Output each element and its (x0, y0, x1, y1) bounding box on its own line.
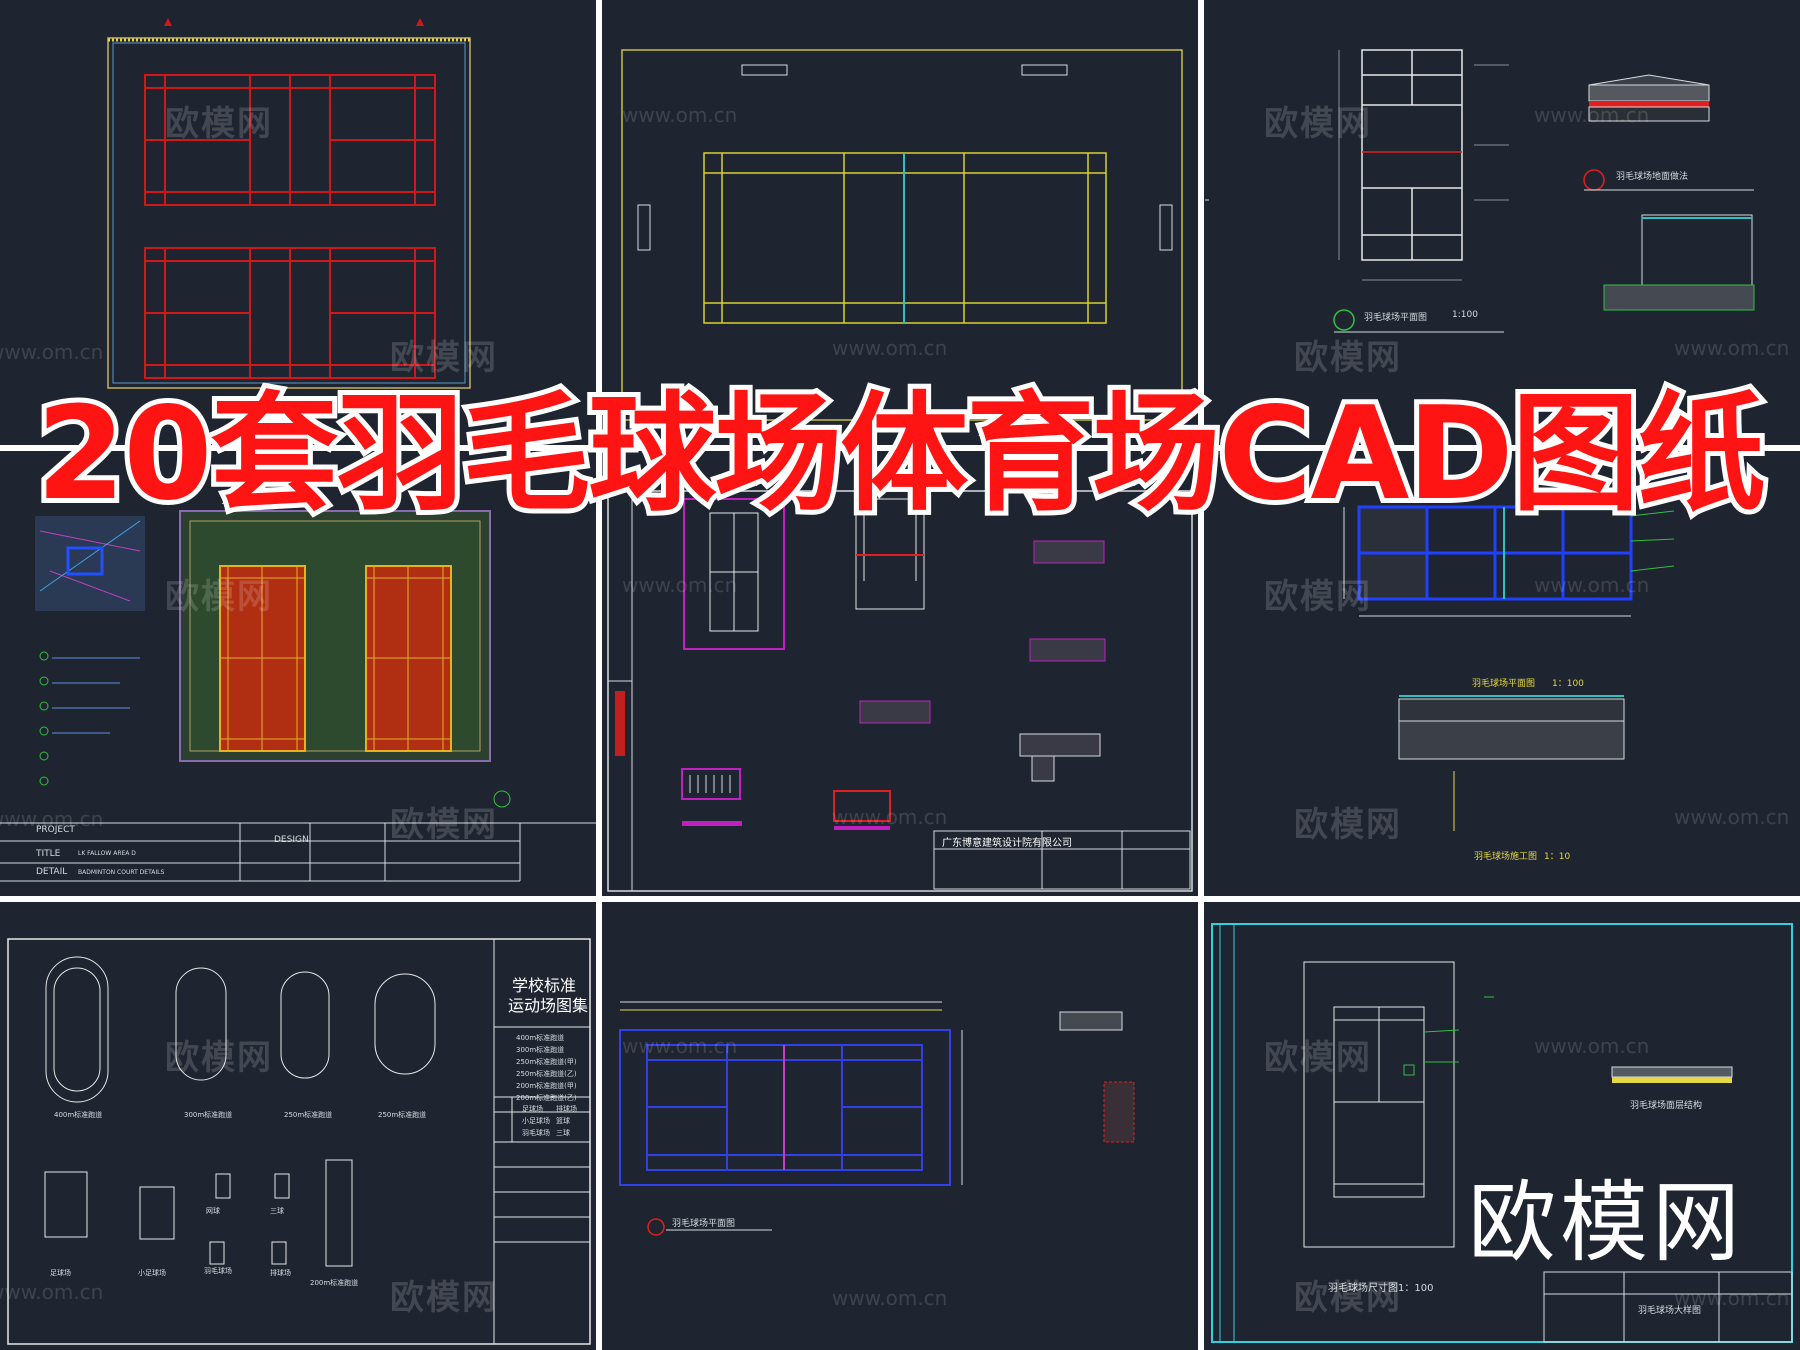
row-separator (0, 445, 1800, 451)
plan-scale: 1：100 (1552, 679, 1584, 689)
album-item: 200m标准跑道(甲) (516, 1082, 577, 1090)
court-size-drawing (1211, 923, 1793, 1343)
court-detail-drawing (1205, 49, 1755, 333)
watermark-url: www.om.cn (832, 336, 948, 360)
watermark-url: www.om.cn (1534, 1034, 1650, 1058)
album-item: 250m标准跑道(甲) (516, 1058, 577, 1066)
title-banner: 20套羽毛球场体育场CAD图纸 (0, 380, 1800, 530)
plan-scale: 1:100 (1452, 310, 1478, 320)
detail-label: 羽毛球场地面做法 (1616, 172, 1689, 182)
watermark-url: www.om.cn (832, 1286, 948, 1310)
title-value: LK FALLOW AREA D (78, 850, 136, 857)
album-item: 400m标准跑道 (516, 1034, 565, 1042)
construction-details-drawing (607, 490, 1193, 892)
album-item: 三球 (556, 1129, 570, 1137)
panel-blue-plan: 羽毛球场平面图 www.om.cn www.om.cn (602, 902, 1198, 1350)
panel-court-detail: 羽毛球场平面图 1:100 羽毛球场地面做法 欧模网 欧模网 www.om.cn… (1204, 0, 1800, 445)
watermark-url: www.om.cn (622, 1034, 738, 1058)
field-label: 400m标准跑道 (54, 1111, 103, 1119)
yellow-court-drawing (621, 49, 1183, 421)
section-scale: 1：10 (1544, 852, 1571, 862)
field-label: 300m标准跑道 (184, 1111, 233, 1119)
watermark-brand: 欧模网 (390, 1278, 498, 1318)
title-label: TITLE (36, 849, 61, 859)
album-item: 小足球场 (522, 1117, 550, 1125)
watermark-url: www.om.cn (0, 340, 104, 364)
album-item: 300m标准跑道 (516, 1046, 565, 1054)
field-label: 三球 (270, 1207, 284, 1215)
watermark-brand: 欧模网 (165, 577, 273, 617)
album-item: 羽毛球场 (522, 1129, 550, 1137)
size-label: 羽毛球场尺寸图 (1328, 1283, 1398, 1294)
blue-court-drawing (1343, 505, 1675, 831)
album-item: 200m标准跑道(乙) (516, 1094, 577, 1102)
field-label: 足球场 (50, 1269, 71, 1277)
layer-label: 羽毛球场面层结构 (1630, 1101, 1703, 1111)
green-site-drawing (0, 510, 596, 882)
field-label: 小足球场 (138, 1269, 166, 1277)
watermark-url: www.om.cn (1534, 103, 1650, 127)
plan-label: 羽毛球场平面图 (1472, 679, 1536, 689)
column-separator (596, 0, 602, 1350)
panel-yellow-court: www.om.cn www.om.cn (602, 0, 1198, 445)
panel-red-courts: 欧模网 www.om.cn 欧模网 (0, 0, 596, 445)
panel-green-site: PROJECT DESIGN TITLE LK FALLOW AREA D DE… (0, 451, 596, 896)
watermark-url: www.om.cn (0, 1280, 104, 1304)
album-item: 篮球 (556, 1117, 570, 1125)
watermark-brand: 欧模网 (1264, 577, 1372, 617)
column-separator (1198, 0, 1204, 1350)
album-item: 排球场 (556, 1105, 577, 1113)
sports-field-drawing (7, 938, 591, 1345)
design-label: DESIGN (274, 835, 309, 845)
watermark-url: www.om.cn (1674, 805, 1790, 829)
panel-sports-field-album: 学校标准 运动场图集 400m标准跑道 300m标准跑道 250m标准跑道(甲)… (0, 902, 596, 1350)
field-label: 250m标准跑道 (284, 1111, 333, 1119)
section-label: 羽毛球场施工图 (1474, 852, 1538, 862)
red-courts-drawing (107, 18, 471, 389)
field-label: 250m标准跑道 (378, 1111, 427, 1119)
project-label: PROJECT (36, 825, 75, 835)
watermark-url: www.om.cn (622, 103, 738, 127)
album-item: 250m标准跑道(乙) (516, 1070, 577, 1078)
detail-value: BADMINTON COURT DETAILS (78, 869, 165, 876)
brand-logo: 欧模网 (1468, 1171, 1745, 1274)
watermark-brand: 欧模网 (1294, 1278, 1402, 1318)
row-separator (0, 896, 1800, 902)
field-label: 网球 (206, 1207, 220, 1215)
watermark-brand: 欧模网 (1294, 805, 1402, 845)
album-title-2: 运动场图集 (508, 996, 589, 1015)
watermark-url: www.om.cn (1674, 1286, 1790, 1310)
blue-plan-drawing (619, 1001, 1135, 1236)
field-label: 羽毛球场 (204, 1267, 232, 1275)
panel-blue-court: 羽毛球场平面图 1：100 羽毛球场施工图 1：10 欧模网 欧模网 www.o… (1204, 451, 1800, 896)
company-name: 广东博意建筑设计院有限公司 (942, 838, 1072, 849)
watermark-url: www.om.cn (0, 807, 104, 831)
watermark-brand: 欧模网 (165, 1038, 273, 1078)
field-label: 200m标准跑道 (310, 1279, 359, 1287)
field-label: 排球场 (270, 1269, 291, 1277)
detail-label: DETAIL (36, 867, 68, 877)
watermark-url: www.om.cn (1534, 573, 1650, 597)
watermark-brand: 欧模网 (390, 805, 498, 845)
banner-title: 20套羽毛球场体育场CAD图纸 (31, 380, 1770, 529)
watermark-url: www.om.cn (832, 805, 948, 829)
watermark-url: www.om.cn (622, 573, 738, 597)
size-scale: 1：100 (1398, 1283, 1434, 1294)
watermark-brand: 欧模网 (165, 104, 273, 144)
panel-court-size: 羽毛球场尺寸图 1：100 羽毛球场面层结构 羽毛球场大样图 欧模网 欧模网 欧… (1204, 902, 1800, 1350)
watermark-brand: 欧模网 (390, 338, 498, 378)
panel-construction-details: 广东博意建筑设计院有限公司 www.om.cn www.om.cn (602, 451, 1198, 896)
plan-label: 羽毛球场平面图 (1364, 313, 1428, 323)
album-item: 足球场 (522, 1105, 543, 1113)
album-title-1: 学校标准 (512, 976, 577, 995)
watermark-url: www.om.cn (1674, 336, 1790, 360)
plan-label: 羽毛球场平面图 (672, 1219, 736, 1229)
watermark-brand: 欧模网 (1294, 338, 1402, 378)
detail-label: 羽毛球场大样图 (1638, 1306, 1702, 1316)
watermark-brand: 欧模网 (1264, 1038, 1372, 1078)
watermark-brand: 欧模网 (1264, 104, 1372, 144)
